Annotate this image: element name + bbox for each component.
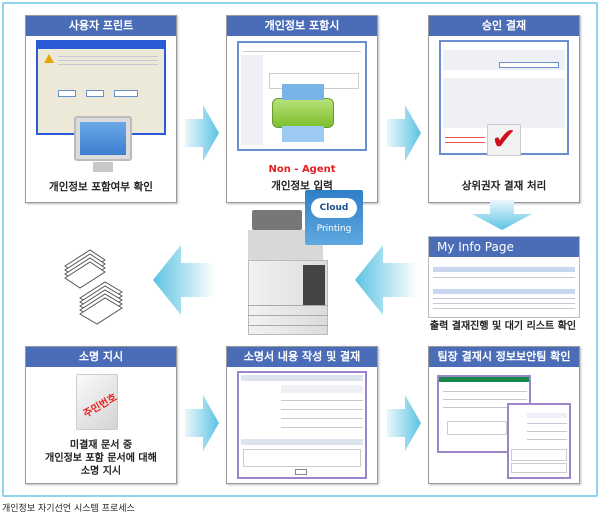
explanation-review-screenshot [507,403,571,479]
step-caption: 미결재 문서 중 개인정보 포함 문서에 대해 소명 지시 [26,439,176,478]
step-card-explanation-request: 소명 지시 주민번호 미결재 문서 중 개인정보 포함 문서에 대해 소명 지시 [25,346,177,484]
diagram-frame [2,2,598,497]
arrow-right-icon [185,105,219,161]
step-card-write-explanation: 소명서 내용 작성 및 결재 [226,346,378,484]
step-title: 팀장 결재시 정보보안팀 확인 [429,347,579,367]
arrow-right-icon [387,105,421,161]
step-card-approval: 승인 결재 ✔ 상위권자 결재 처리 [428,15,580,203]
caption-line: 소명 지시 [80,466,122,477]
cloud-printing-label: Printing [316,224,352,234]
arrow-down-icon [472,200,532,230]
printer-icon [272,98,334,128]
printed-documents-icon [64,249,123,325]
non-agent-label: Non - Agent [268,164,336,175]
arrow-left-icon [153,245,215,315]
cloud-icon: Cloud [311,198,357,218]
arrow-left-icon [355,245,417,315]
step-title: 소명서 내용 작성 및 결재 [227,347,377,367]
step-title: 개인정보 포함시 [227,16,377,36]
step-card-personal-info: 개인정보 포함시 Non - Agent 개인정보 입력 [226,15,378,203]
caption-line: 미결재 문서 중 [69,440,133,451]
cloud-printing-badge: Cloud Printing [305,190,363,245]
arrow-right-icon [185,395,219,451]
step-title: 승인 결재 [429,16,579,36]
multifunction-printer [248,210,328,335]
step-caption: 개인정보 입력 [271,180,333,192]
approval-form-screenshot [439,40,569,155]
checkmark-icon: ✔ [487,124,521,156]
arrow-right-icon [387,395,421,451]
my-info-page-panel: My Info Page [428,236,580,318]
warning-icon [44,54,54,63]
figure-caption: 개인정보 자기선언 시스템 프로세스 [2,504,135,514]
document-icon [76,374,118,430]
step-title: 소명 지시 [26,347,176,367]
step-card-user-print: 사용자 프린트 개인정보 포함여부 확인 [25,15,177,203]
step-card-security-check: 팀장 결재시 정보보안팀 확인 [428,346,580,484]
caption-line: 개인정보 포함 문서에 대해 [45,453,157,464]
step-caption: 상위권자 결재 처리 [461,180,547,192]
explanation-form-screenshot [237,371,367,479]
panel-title: My Info Page [429,237,579,257]
monitor-icon [74,116,132,161]
step-title: 사용자 프린트 [26,16,176,36]
my-info-caption: 출력 결재진행 및 대기 리스트 확인 [429,321,577,332]
step-caption: 개인정보 포함여부 확인 [49,181,153,193]
